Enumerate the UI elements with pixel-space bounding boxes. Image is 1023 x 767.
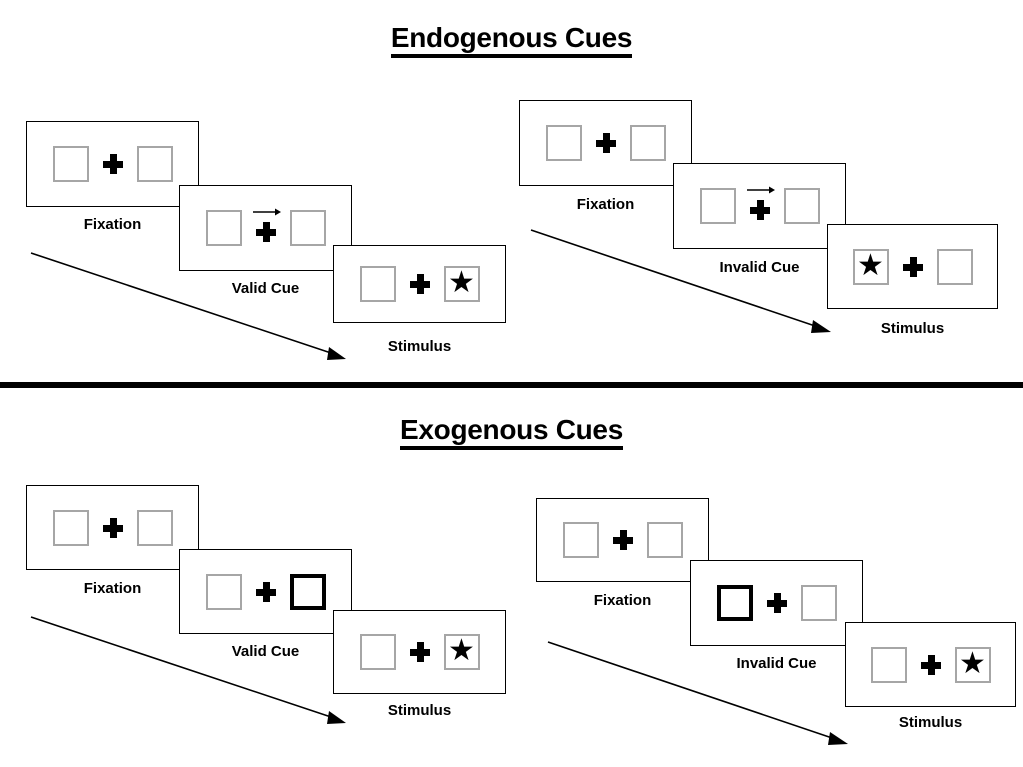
label-fixation: Fixation bbox=[83, 216, 142, 233]
display-content bbox=[699, 186, 820, 224]
label-invalid-cue: Invalid Cue bbox=[719, 259, 800, 276]
display-content: ★ bbox=[359, 634, 480, 670]
label-valid-cue: Valid Cue bbox=[231, 643, 300, 660]
right-box-cued bbox=[289, 573, 326, 610]
star-icon: ★ bbox=[448, 266, 475, 299]
right-box bbox=[646, 522, 683, 558]
section-title-endogenous: Endogenous Cues bbox=[0, 22, 1023, 58]
panel-endogenous-invalid-fixation bbox=[519, 100, 692, 186]
panel-exogenous-invalid-stimulus: ★ bbox=[845, 622, 1016, 707]
panel-endogenous-invalid-stimulus: ★ bbox=[827, 224, 998, 309]
left-box bbox=[545, 125, 582, 161]
center-column bbox=[102, 146, 123, 182]
panel-endogenous-valid-cue bbox=[179, 185, 352, 271]
panel-endogenous-valid-fixation bbox=[26, 121, 199, 207]
left-box bbox=[205, 210, 242, 246]
left-box bbox=[870, 646, 907, 683]
panel-exogenous-invalid-fixation bbox=[536, 498, 709, 582]
section-title-exogenous-text: Exogenous Cues bbox=[400, 414, 623, 450]
label-stimulus: Stimulus bbox=[880, 320, 945, 337]
left-box bbox=[52, 509, 89, 546]
plus-icon bbox=[749, 199, 770, 220]
plus-icon bbox=[255, 221, 276, 242]
plus-icon bbox=[409, 642, 430, 662]
plus-icon bbox=[902, 256, 923, 277]
display-content bbox=[562, 522, 683, 558]
left-box bbox=[699, 188, 736, 224]
left-box bbox=[359, 634, 396, 670]
right-box bbox=[783, 188, 820, 224]
label-valid-cue: Valid Cue bbox=[231, 280, 300, 297]
center-column bbox=[902, 249, 923, 285]
center-column bbox=[612, 522, 633, 558]
star-icon: ★ bbox=[448, 634, 475, 667]
label-invalid-cue: Invalid Cue bbox=[736, 655, 817, 672]
display-content bbox=[52, 509, 173, 546]
plus-icon bbox=[102, 517, 123, 538]
panel-exogenous-valid-stimulus: ★ bbox=[333, 610, 506, 694]
panel-endogenous-valid-stimulus: ★ bbox=[333, 245, 506, 323]
label-fixation: Fixation bbox=[576, 196, 635, 213]
section-title-endogenous-text: Endogenous Cues bbox=[390, 22, 632, 58]
panel-exogenous-valid-cue bbox=[179, 549, 352, 634]
left-box bbox=[359, 266, 396, 302]
right-box bbox=[136, 146, 173, 182]
section-divider bbox=[0, 382, 1023, 388]
center-column bbox=[409, 266, 430, 302]
right-arrow-icon bbox=[252, 208, 281, 216]
time-flow-arrow-endogenous-valid bbox=[30, 252, 346, 360]
right-box bbox=[289, 210, 326, 246]
center-column bbox=[409, 634, 430, 670]
center-column bbox=[920, 647, 941, 683]
display-content bbox=[205, 208, 326, 246]
plus-icon bbox=[920, 654, 941, 675]
display-content: ★ bbox=[359, 266, 480, 302]
right-box: ★ bbox=[443, 266, 480, 302]
display-content bbox=[205, 573, 326, 610]
right-box: ★ bbox=[443, 634, 480, 670]
time-flow-arrow-exogenous-invalid bbox=[547, 641, 848, 745]
left-box bbox=[205, 573, 242, 610]
right-box: ★ bbox=[954, 646, 991, 683]
center-column bbox=[766, 585, 787, 621]
display-content bbox=[545, 125, 666, 161]
left-box bbox=[562, 522, 599, 558]
label-stimulus: Stimulus bbox=[898, 714, 963, 731]
center-column bbox=[595, 125, 616, 161]
right-arrow-icon bbox=[746, 186, 775, 194]
panel-exogenous-invalid-cue bbox=[690, 560, 863, 646]
plus-icon bbox=[612, 530, 633, 550]
plus-icon bbox=[595, 133, 616, 153]
left-box: ★ bbox=[852, 248, 889, 285]
display-content: ★ bbox=[852, 248, 973, 285]
display-content: ★ bbox=[870, 646, 991, 683]
section-title-exogenous: Exogenous Cues bbox=[0, 414, 1023, 450]
plus-icon bbox=[255, 581, 276, 602]
left-box-cued bbox=[716, 585, 753, 621]
label-fixation: Fixation bbox=[593, 592, 652, 609]
label-stimulus: Stimulus bbox=[387, 338, 452, 355]
center-column bbox=[102, 510, 123, 546]
time-flow-arrow-endogenous-invalid bbox=[530, 229, 831, 333]
center-column bbox=[252, 208, 281, 246]
center-column bbox=[255, 574, 276, 610]
display-content bbox=[52, 146, 173, 182]
star-icon: ★ bbox=[857, 248, 884, 282]
label-fixation: Fixation bbox=[83, 580, 142, 597]
left-box bbox=[52, 146, 89, 182]
right-box bbox=[936, 248, 973, 285]
plus-icon bbox=[409, 274, 430, 294]
star-icon: ★ bbox=[959, 646, 986, 680]
plus-icon bbox=[766, 593, 787, 613]
right-box bbox=[629, 125, 666, 161]
time-flow-arrow-exogenous-valid bbox=[30, 616, 346, 724]
center-column bbox=[746, 186, 775, 224]
display-content bbox=[716, 585, 837, 621]
panel-exogenous-valid-fixation bbox=[26, 485, 199, 570]
right-box bbox=[136, 509, 173, 546]
plus-icon bbox=[102, 154, 123, 174]
panel-endogenous-invalid-cue bbox=[673, 163, 846, 249]
right-box bbox=[800, 585, 837, 621]
label-stimulus: Stimulus bbox=[387, 702, 452, 719]
